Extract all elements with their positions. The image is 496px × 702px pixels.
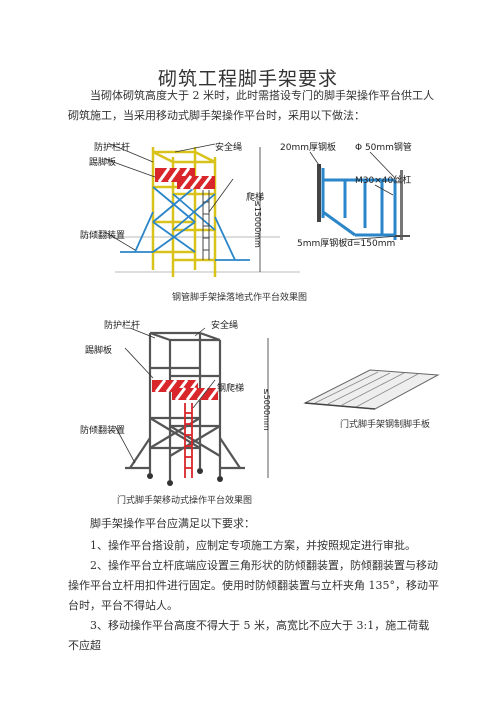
requirement-3: 3、移动操作平台高度不得大于 5 米，高宽比不应大于 3:1，施工荷载不应超 bbox=[68, 619, 430, 652]
label-screw: M30×40丝杠 bbox=[355, 176, 412, 186]
label-guardrail: 防护栏杆 bbox=[94, 143, 131, 153]
label-guardrail-2: 防护栏杆 bbox=[104, 321, 141, 331]
intro-paragraph: 当砌体砌筑高度大于 2 米时，此时需搭设专门的脚手架操作平台供工人砌筑施工，当采… bbox=[68, 89, 434, 122]
requirement-1: 1、操作平台搭设前，应制定专项施工方案，并按照规定进行审批。 bbox=[90, 539, 416, 552]
label-20mm-plate: 20mm厚钢板 bbox=[280, 143, 336, 153]
label-steel-ladder: 钢爬梯 bbox=[217, 384, 245, 394]
label-safety-rope-2: 安全绳 bbox=[211, 321, 239, 331]
figure-steel-scaffold-board bbox=[303, 369, 440, 410]
label-toeboard: 踢脚板 bbox=[89, 158, 117, 168]
figure-bracket-detail bbox=[309, 151, 410, 241]
label-toeboard-2: 踢脚板 bbox=[85, 346, 113, 356]
figure-mobile-frame-scaffold bbox=[114, 327, 269, 486]
requirement-2: 2、操作平台立杆底端应设置三角形状的防倾翻装置，防倾翻装置与移动操作平台立杆用扣… bbox=[68, 559, 439, 612]
label-height-limit-2: ≤5000mm bbox=[262, 388, 271, 431]
page-title: 砌筑工程脚手架要求 bbox=[157, 68, 338, 90]
label-safety-rope: 安全绳 bbox=[215, 143, 243, 153]
figure1-caption: 钢管脚手架操落地式作平台效果图 bbox=[172, 293, 308, 303]
label-height-limit: ≤15000mm bbox=[253, 200, 262, 248]
label-anti-tip-device-2: 防倾翻装置 bbox=[80, 426, 126, 436]
label-50mm-pipe: Φ 50mm钢管 bbox=[355, 143, 412, 153]
label-ladder: 爬梯 bbox=[246, 193, 265, 203]
requirements-heading: 脚手架操作平台应满足以下要求： bbox=[90, 517, 255, 530]
label-5mm-plate: 5mm厚钢板d=150mm bbox=[297, 239, 396, 249]
figure3-caption: 门式脚手架移动式操作平台效果图 bbox=[117, 496, 253, 506]
label-anti-tip-device: 防倾翻装置 bbox=[80, 231, 126, 241]
figure4-caption: 门式脚手架钢制脚手板 bbox=[340, 420, 431, 430]
figure-steel-pipe-scaffold bbox=[80, 143, 300, 277]
